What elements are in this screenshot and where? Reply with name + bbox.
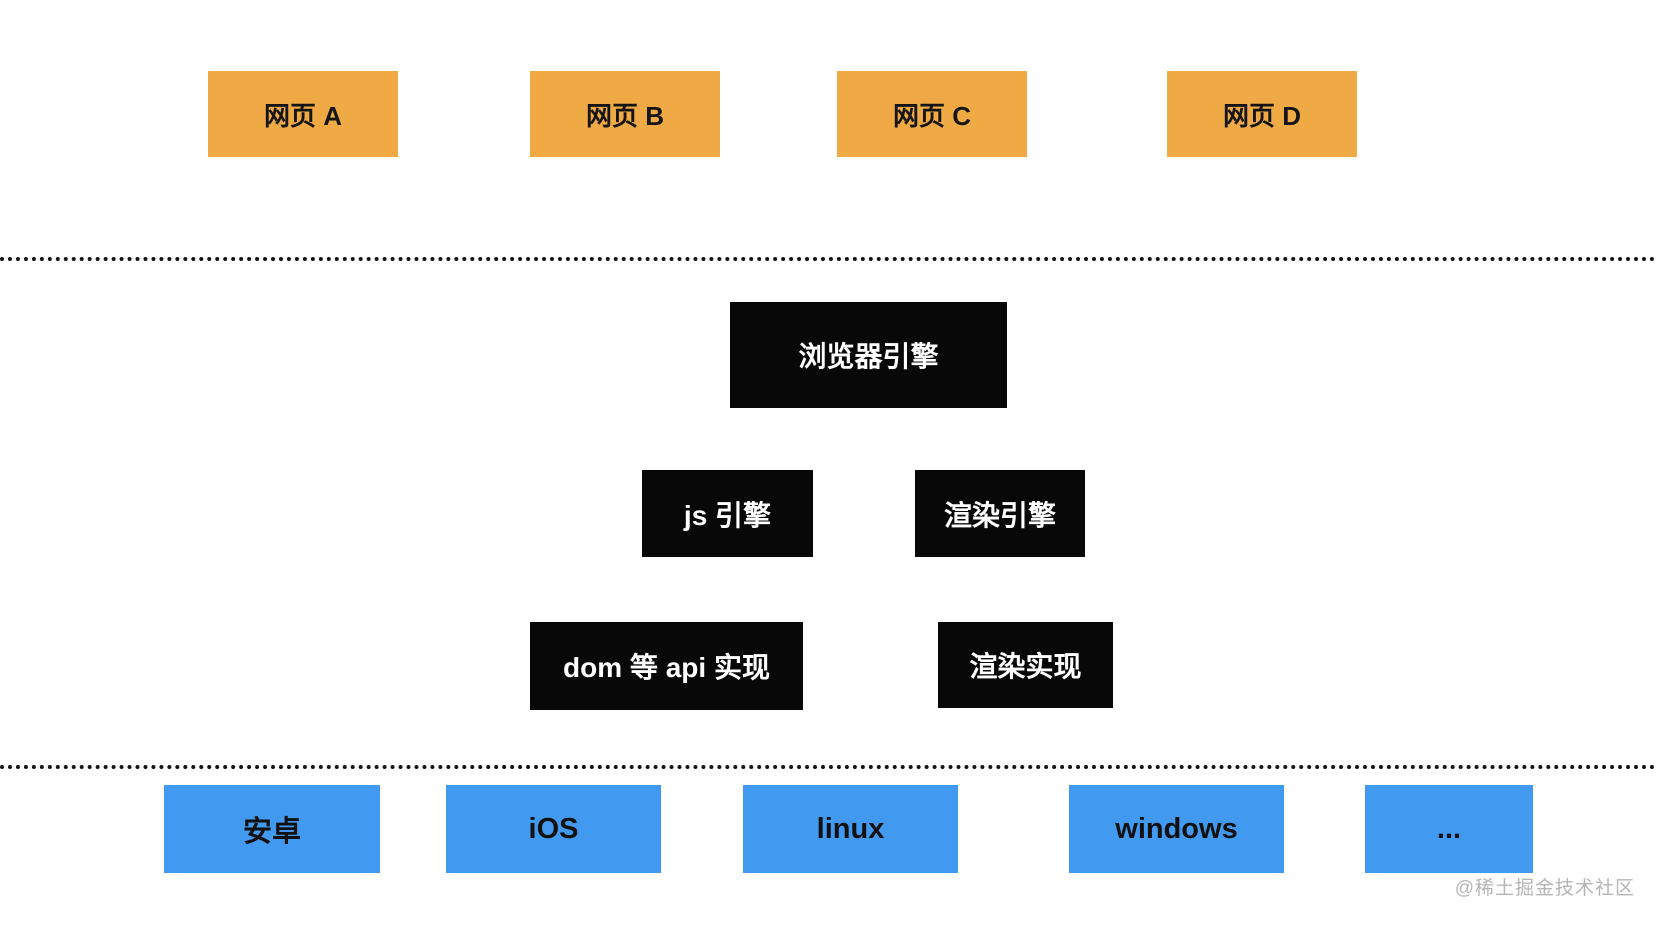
js-engine-box: js 引擎 xyxy=(642,470,813,557)
dotted-divider-bottom xyxy=(0,765,1656,769)
render-impl-box: 渲染实现 xyxy=(938,622,1113,708)
platform-windows-box: windows xyxy=(1069,785,1284,873)
render-engine-box: 渲染引擎 xyxy=(915,470,1085,557)
dotted-divider-top xyxy=(0,257,1656,261)
platform-android-box: 安卓 xyxy=(164,785,380,873)
watermark-text: @稀土掘金技术社区 xyxy=(1454,878,1635,899)
dom-api-impl-box: dom 等 api 实现 xyxy=(530,622,803,710)
platform-ios-box: iOS xyxy=(446,785,661,873)
platform-linux-box: linux xyxy=(743,785,958,873)
browser-engine-box: 浏览器引擎 xyxy=(730,302,1007,408)
webpage-d-box: 网页 D xyxy=(1167,71,1357,157)
webpage-b-box: 网页 B xyxy=(530,71,720,157)
webpage-a-box: 网页 A xyxy=(208,71,398,157)
platform-more-box: ... xyxy=(1365,785,1533,873)
webpage-c-box: 网页 C xyxy=(837,71,1027,157)
